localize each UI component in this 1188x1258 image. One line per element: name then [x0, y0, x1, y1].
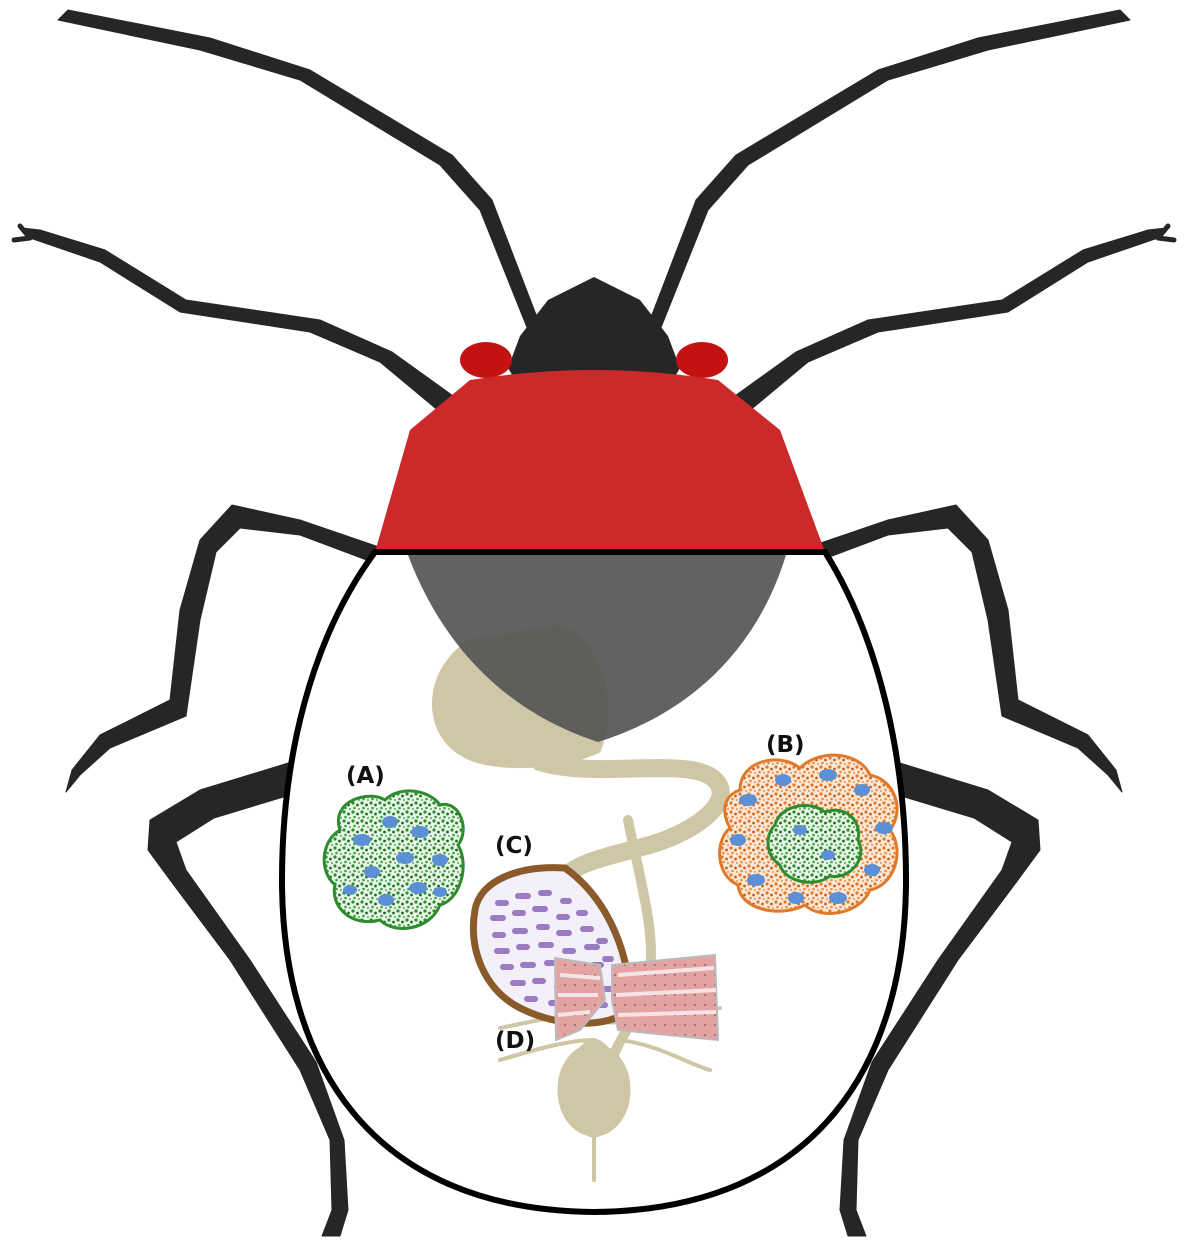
organ-d: [555, 955, 718, 1040]
eye-left: [460, 342, 512, 378]
label-d: (D): [495, 1028, 535, 1054]
head: [460, 277, 728, 385]
antenna-left: [58, 10, 540, 330]
organ-b: [720, 755, 897, 913]
eye-right: [676, 342, 728, 378]
label-c: (C): [495, 833, 533, 859]
antenna-right: [648, 10, 1130, 330]
label-b: (B): [766, 732, 805, 758]
leg-front-left: [14, 226, 456, 412]
leg-front-right: [732, 226, 1174, 412]
label-a: (A): [346, 763, 385, 789]
